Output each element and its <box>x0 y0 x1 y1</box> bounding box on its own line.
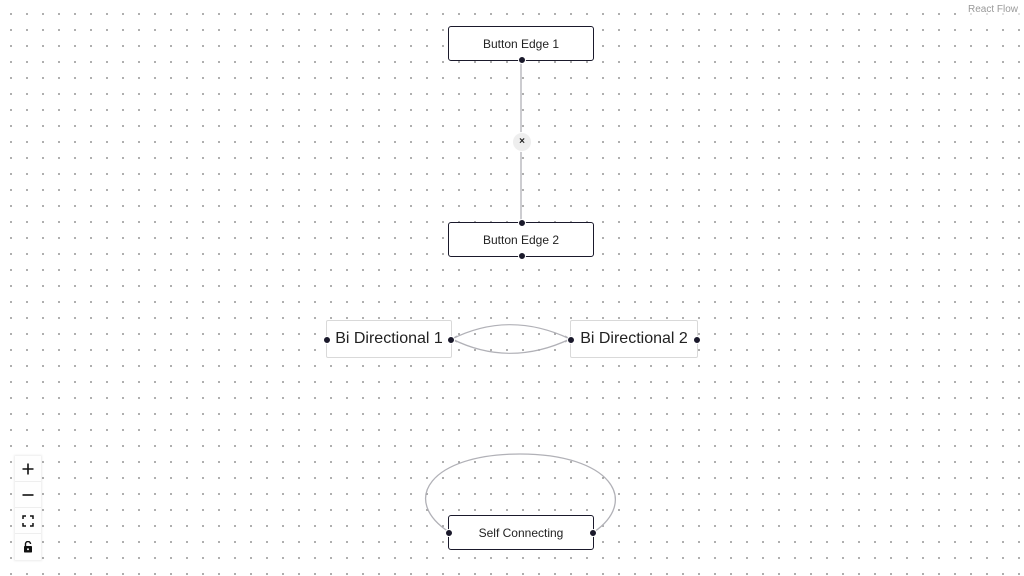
plus-icon <box>22 463 34 474</box>
bi-directional-edge-top[interactable] <box>451 324 571 340</box>
interactivity-toggle-button[interactable] <box>15 534 41 560</box>
bi-directional-edge-bottom[interactable] <box>451 338 571 354</box>
node-label: Button Edge 2 <box>482 232 560 247</box>
handle-left[interactable] <box>323 336 331 344</box>
handle-source[interactable] <box>518 56 526 64</box>
node-button-edge-2[interactable]: Button Edge 2 <box>448 219 594 260</box>
handle-target[interactable] <box>518 219 526 227</box>
attribution-link[interactable]: React Flow <box>964 2 1021 17</box>
edge-delete-button[interactable]: × <box>512 132 532 152</box>
zoom-out-button[interactable] <box>15 482 41 508</box>
handle-right[interactable] <box>447 336 455 344</box>
node-label: Button Edge 1 <box>482 36 560 51</box>
self-connecting-edge[interactable] <box>424 453 616 533</box>
zoom-in-button[interactable] <box>15 456 41 482</box>
flow-controls <box>15 456 41 560</box>
handle-left[interactable] <box>567 336 575 344</box>
node-bi-directional-2[interactable]: Bi Directional 2 <box>567 320 701 358</box>
handle-right[interactable] <box>589 529 597 537</box>
handle-source[interactable] <box>518 252 526 260</box>
minus-icon <box>22 493 34 496</box>
node-self-connecting[interactable]: Self Connecting <box>445 515 597 550</box>
node-bi-directional-1[interactable]: Bi Directional 1 <box>323 320 455 358</box>
node-label: Bi Directional 2 <box>580 330 688 347</box>
node-button-edge-1[interactable]: Button Edge 1 <box>448 26 594 64</box>
node-label: Bi Directional 1 <box>335 330 443 347</box>
handle-right[interactable] <box>693 336 701 344</box>
fit-view-icon <box>22 514 34 527</box>
unlock-icon <box>24 541 32 553</box>
node-label: Self Connecting <box>478 525 564 540</box>
handle-left[interactable] <box>445 529 453 537</box>
fit-view-button[interactable] <box>15 508 41 534</box>
